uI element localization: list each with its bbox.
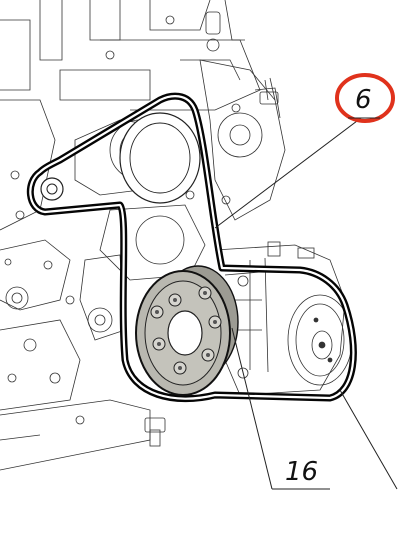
water-pump-pulley xyxy=(119,112,201,204)
leader-line-belt xyxy=(214,117,362,229)
leader-line-pulley xyxy=(231,327,330,490)
callout-16: 16 xyxy=(285,457,318,487)
leader-line-compressor xyxy=(339,389,398,490)
callout-16-label: 16 xyxy=(285,457,318,487)
crankshaft-pulley xyxy=(135,265,239,396)
drive-belt xyxy=(27,92,357,403)
engine-block-drawing xyxy=(0,0,353,471)
callout-6-label: 6 xyxy=(355,85,372,115)
callout-highlight-ring xyxy=(335,73,395,123)
callout-6: 6 xyxy=(335,73,395,123)
idler-pulley xyxy=(40,177,64,201)
